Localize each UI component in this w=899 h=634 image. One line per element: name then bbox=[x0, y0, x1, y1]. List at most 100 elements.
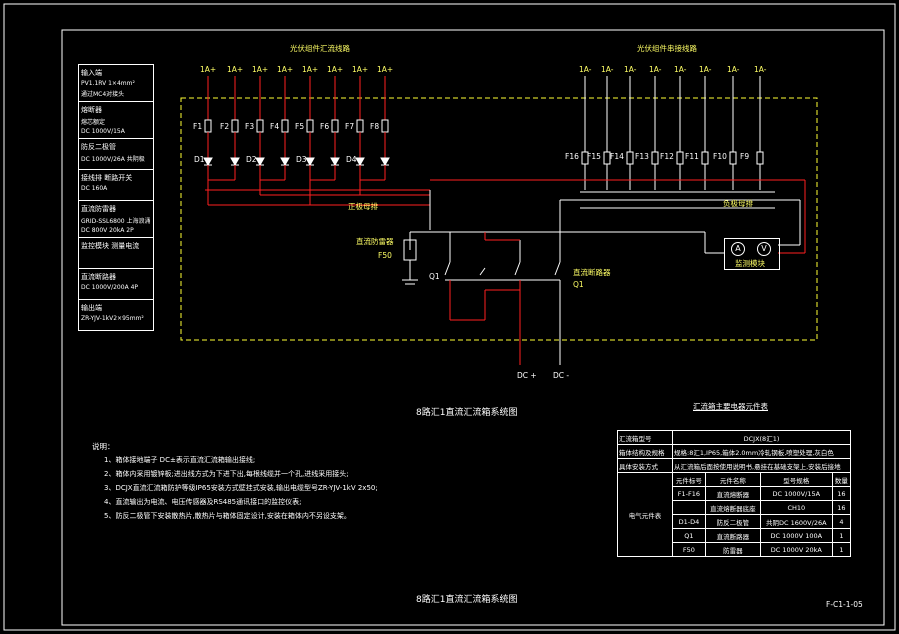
bom-cell: 直流断路器 bbox=[704, 528, 761, 543]
bom-cell: CH10 bbox=[759, 500, 833, 515]
fuse-left bbox=[281, 119, 289, 133]
left-input-label: 1A+ bbox=[252, 65, 269, 74]
diode-icon bbox=[380, 157, 390, 167]
left-input-label: 1A+ bbox=[277, 65, 294, 74]
note-line: 3、DCJX直流汇流箱防护等级IP65安装方式壁挂式安装,输出电缆型号ZR-YJ… bbox=[104, 484, 378, 492]
right-input-label: 1A- bbox=[649, 65, 662, 74]
bus-plus-label: 正极母排 bbox=[348, 202, 378, 211]
bom-spec-value: 规格:8汇1,IP65,箱体2.0mm冷轧钢板,喷塑处理,灰白色 bbox=[672, 444, 851, 459]
right-input-label: 1A- bbox=[674, 65, 687, 74]
bom-cell: 1 bbox=[831, 542, 852, 557]
bom-model-label: 汇流箱型号 bbox=[617, 430, 673, 445]
bom-cell: 4 bbox=[831, 514, 852, 529]
bom-cell: 防反二极管 bbox=[704, 514, 761, 529]
spec-row-title: 直流断路器 bbox=[81, 273, 116, 281]
voltmeter-icon: V bbox=[757, 242, 771, 256]
bom-cell: 16 bbox=[831, 486, 852, 501]
bom-cell: F50 bbox=[672, 542, 706, 557]
fuse-right bbox=[676, 151, 684, 165]
bom-spec-label: 箱体结构及规格 bbox=[617, 444, 673, 459]
fuse-left bbox=[204, 119, 212, 133]
spec-row-line: 通过MC4对接头 bbox=[81, 91, 125, 98]
fuse-right-tag: F12 bbox=[660, 152, 674, 161]
spd-tag: F50 bbox=[378, 251, 392, 260]
dc-minus-label: DC - bbox=[553, 371, 570, 380]
fuse-left-tag: F4 bbox=[270, 122, 280, 131]
right-input-label: 1A- bbox=[699, 65, 712, 74]
spec-row-line: PV1.1RV 1×4mm² bbox=[81, 80, 135, 87]
left-input-label: 1A+ bbox=[377, 65, 394, 74]
bom-model-value: DCJX(8汇1) bbox=[672, 430, 851, 445]
spec-row-title: 监控模块 测量电流 bbox=[81, 242, 140, 250]
fuse-right-tag: F9 bbox=[740, 152, 750, 161]
bom-cell: F1-F16 bbox=[672, 486, 706, 501]
meter-box: A V bbox=[724, 238, 780, 270]
bom-cell: DC 1000V/15A bbox=[759, 486, 833, 501]
fuse-right-tag: F16 bbox=[565, 152, 579, 161]
spec-row-line: DC 1000V/26A 共阴极 bbox=[81, 156, 145, 163]
bom-cell: 16 bbox=[831, 500, 852, 515]
diode-icon bbox=[305, 157, 315, 167]
spec-row-line: GRID-SSL6800 上海浪涌 bbox=[81, 218, 151, 225]
diode-icon bbox=[255, 157, 265, 167]
diode-icon bbox=[230, 157, 240, 167]
bom-cell: DC 1000V 100A bbox=[759, 528, 833, 543]
switch-contact bbox=[554, 261, 561, 276]
spd-label: 直流防雷器 bbox=[356, 237, 394, 246]
notes-list: 1、箱体接地端子 DC±表示直流汇流箱输出接线;2、箱体内采用镀锌板;进出线方式… bbox=[104, 455, 404, 525]
note-line: 2、箱体内采用镀锌板;进出线方式为下进下出,每根线缆并一个孔,进线采用接头; bbox=[104, 470, 349, 478]
spec-row: 输入端 PV1.1RV 1×4mm² 通过MC4对接头 bbox=[79, 65, 153, 102]
dc-plus-label: DC + bbox=[517, 371, 537, 380]
fuse-right-tag: F15 bbox=[587, 152, 601, 161]
fuse-left bbox=[356, 119, 364, 133]
fuse-right-tag: F11 bbox=[685, 152, 699, 161]
diode-tag: D2 bbox=[246, 155, 257, 164]
bom-group-label: 电气元件表 bbox=[617, 472, 673, 557]
bom-cell: DC 1000V 20kA bbox=[759, 542, 833, 557]
fuse-left-tag: F2 bbox=[220, 122, 230, 131]
left-input-label: 1A+ bbox=[352, 65, 369, 74]
fuse-left-tag: F3 bbox=[245, 122, 255, 131]
spec-row-title: 熔断器 bbox=[81, 106, 102, 114]
fuse-left bbox=[306, 119, 314, 133]
spec-row-line: 熔芯额定 bbox=[81, 119, 106, 126]
spec-row-title: 接线排 断路开关 bbox=[81, 174, 133, 182]
fuse-left-tag: F8 bbox=[370, 122, 380, 131]
diode-icon bbox=[203, 157, 213, 167]
spec-row: 监控模块 测量电流 bbox=[79, 238, 153, 269]
spec-row-title: 输入端 bbox=[81, 69, 102, 77]
bom-header: 元件标号 bbox=[672, 472, 706, 487]
left-input-label: 1A+ bbox=[200, 65, 217, 74]
diode-tag: D3 bbox=[296, 155, 307, 164]
spec-row-line: DC 800V 20kA 2P bbox=[81, 227, 134, 234]
spec-row-title: 输出端 bbox=[81, 304, 102, 312]
fuse-right-tag: F14 bbox=[610, 152, 624, 161]
bom-header: 数量 bbox=[831, 472, 852, 487]
fuse-right bbox=[701, 151, 709, 165]
fuse-left bbox=[231, 119, 239, 133]
fuse-left bbox=[331, 119, 339, 133]
fuse-right bbox=[729, 151, 737, 165]
bom-title: 汇流箱主要电器元件表 bbox=[693, 402, 768, 411]
spec-table: 输入端 PV1.1RV 1×4mm² 通过MC4对接头熔断器熔芯额定 DC 1000V… bbox=[78, 64, 154, 331]
spec-row-line: DC 1000V/15A bbox=[81, 128, 125, 135]
string-series-title: 光伏组件串接线路 bbox=[637, 44, 697, 53]
diode-tag: D1 bbox=[194, 155, 205, 164]
bom-cell: 直流熔断器 bbox=[704, 486, 761, 501]
spec-row: 接线排 断路开关 DC 160A bbox=[79, 170, 153, 201]
bus-minus-label: 负极母排 bbox=[723, 199, 753, 208]
fuse-right-tag: F10 bbox=[713, 152, 727, 161]
fuse-right bbox=[626, 151, 634, 165]
fuse-left-tag: F1 bbox=[193, 122, 203, 131]
spec-row: 熔断器熔芯额定 DC 1000V/15A bbox=[79, 102, 153, 139]
fuse-right-tag: F13 bbox=[635, 152, 649, 161]
diode-icon bbox=[330, 157, 340, 167]
right-input-label: 1A- bbox=[601, 65, 614, 74]
note-line: 5、防反二极管下安装散热片,散热片与箱体固定设计,安装在箱体内不另设支架。 bbox=[104, 512, 351, 520]
bom-install-value: 从汇流箱后面按使用说明书,悬挂在基础支架上,安装后接地 bbox=[672, 458, 851, 473]
spec-row-line: DC 160A bbox=[81, 185, 108, 192]
note-line: 4、直流输出为电流、电压传感器及RS485通讯接口的监控仪表; bbox=[104, 498, 302, 506]
